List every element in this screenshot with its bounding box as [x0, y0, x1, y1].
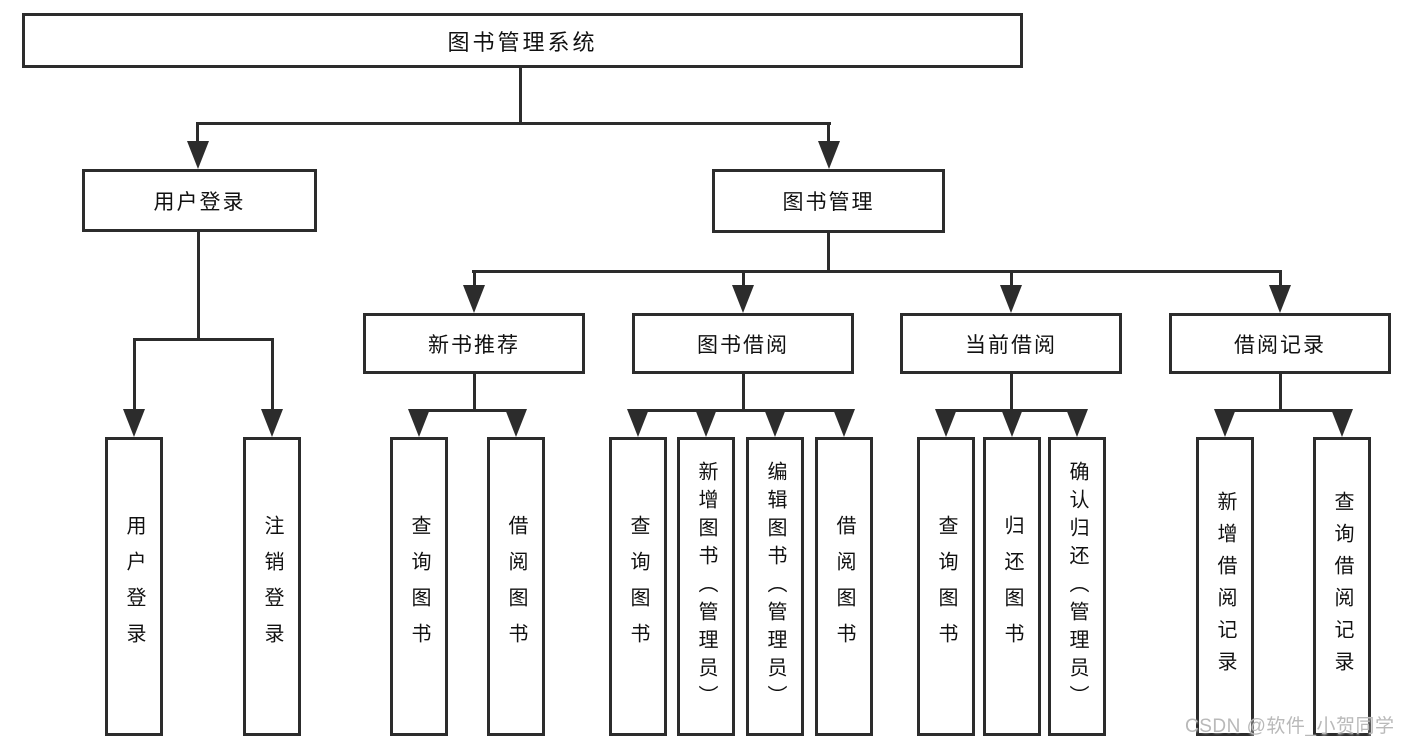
arrowhead: [463, 285, 485, 313]
arrowhead: [732, 285, 754, 313]
leaf-query-books-3: 查询图书: [917, 437, 975, 736]
leaf-add-borrow-record-label: 新增借阅记录: [1214, 490, 1236, 683]
arrowhead: [627, 409, 649, 437]
arrowhead: [1269, 285, 1291, 313]
arrowhead: [1331, 409, 1353, 437]
arrowhead: [818, 141, 840, 169]
connector-userlogin-drop-2: [271, 338, 274, 410]
node-borrow-records: 借阅记录: [1169, 313, 1391, 374]
node-root-label: 图书管理系统: [447, 29, 598, 55]
connector-bookmgmt-drop-2: [742, 270, 745, 286]
leaf-borrow-books-2: 借阅图书: [815, 437, 873, 736]
leaf-query-books-2: 查询图书: [609, 437, 667, 736]
connector-root-stem: [519, 68, 522, 122]
connector-bookmgmt-drop-4: [1279, 270, 1282, 286]
watermark-text: CSDN @软件_小贺同学: [1185, 716, 1395, 737]
leaf-query-books-3-label: 查询图书: [935, 514, 957, 659]
leaf-user-login: 用户登录: [105, 437, 163, 736]
leaf-edit-books-admin: 编辑图书（管理员）: [746, 437, 804, 736]
connector-userlogin-drop-1: [133, 338, 136, 410]
connector-root-rail: [196, 122, 831, 125]
connector-bookmgmt-drop-1: [473, 270, 476, 286]
arrowhead: [505, 409, 527, 437]
arrowhead: [123, 409, 145, 437]
connector-group2-stem: [742, 374, 745, 409]
leaf-query-books-2-label: 查询图书: [627, 514, 649, 659]
arrowhead: [1214, 409, 1236, 437]
arrowhead: [695, 409, 717, 437]
leaf-confirm-return-admin: 确认归还（管理员）: [1048, 437, 1106, 736]
leaf-add-books-admin: 新增图书（管理员）: [677, 437, 735, 736]
node-borrow-records-label: 借阅记录: [1234, 333, 1326, 357]
connector-group1-stem: [473, 374, 476, 409]
connector-group4-stem: [1279, 374, 1282, 409]
leaf-query-borrow-record: 查询借阅记录: [1313, 437, 1371, 736]
node-current-borrow-label: 当前借阅: [965, 333, 1057, 357]
connector-userlogin-stem: [197, 232, 200, 338]
node-user-login-label: 用户登录: [153, 190, 246, 214]
node-new-book-recommend: 新书推荐: [363, 313, 585, 374]
node-new-book-recommend-label: 新书推荐: [428, 333, 520, 357]
connector-bookmgmt-stem: [827, 233, 830, 270]
leaf-query-books-1: 查询图书: [390, 437, 448, 736]
leaf-logout-label: 注销登录: [261, 514, 283, 659]
node-book-management-label: 图书管理: [782, 191, 875, 214]
arrowhead: [187, 141, 209, 169]
leaf-user-login-label: 用户登录: [123, 514, 145, 659]
arrowhead: [1001, 409, 1023, 437]
node-book-borrow-label: 图书借阅: [697, 333, 789, 357]
leaf-borrow-books-1-label: 借阅图书: [505, 514, 527, 659]
leaf-return-books: 归还图书: [983, 437, 1041, 736]
leaf-query-borrow-record-label: 查询借阅记录: [1331, 490, 1353, 683]
connector-root-drop-left: [196, 122, 199, 145]
connector-root-drop-right: [827, 122, 830, 145]
leaf-confirm-return-admin-label: 确认归还（管理员）: [1066, 460, 1088, 713]
connector-bookmgmt-rail: [472, 270, 1281, 273]
leaf-borrow-books-1: 借阅图书: [487, 437, 545, 736]
arrowhead: [261, 409, 283, 437]
leaf-add-borrow-record: 新增借阅记录: [1196, 437, 1254, 736]
node-user-login: 用户登录: [82, 169, 317, 232]
leaf-borrow-books-2-label: 借阅图书: [833, 514, 855, 659]
leaf-add-books-admin-label: 新增图书（管理员）: [695, 460, 717, 713]
leaf-query-books-1-label: 查询图书: [408, 514, 430, 659]
connector-group3-stem: [1010, 374, 1013, 409]
arrowhead: [833, 409, 855, 437]
arrowhead: [1066, 409, 1088, 437]
node-root: 图书管理系统: [22, 13, 1023, 68]
connector-group2-rail: [637, 409, 846, 412]
arrowhead: [408, 409, 430, 437]
leaf-return-books-label: 归还图书: [1001, 514, 1023, 659]
arrowhead: [764, 409, 786, 437]
connector-group1-rail: [418, 409, 518, 412]
leaf-logout: 注销登录: [243, 437, 301, 736]
connector-bookmgmt-drop-3: [1010, 270, 1013, 286]
connector-userlogin-rail: [133, 338, 274, 341]
node-current-borrow: 当前借阅: [900, 313, 1122, 374]
connector-group4-rail: [1224, 409, 1344, 412]
leaf-edit-books-admin-label: 编辑图书（管理员）: [764, 460, 786, 713]
arrowhead: [1000, 285, 1022, 313]
arrowhead: [935, 409, 957, 437]
node-book-management: 图书管理: [712, 169, 945, 233]
node-book-borrow: 图书借阅: [632, 313, 854, 374]
